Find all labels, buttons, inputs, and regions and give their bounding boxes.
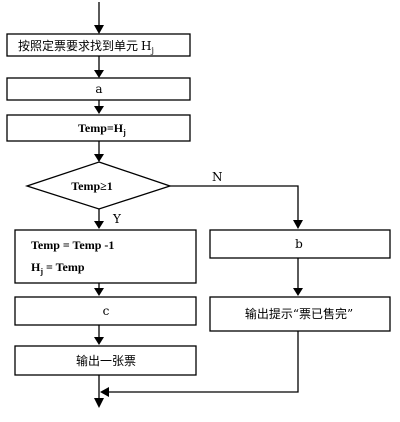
step-a-label: a xyxy=(95,82,102,96)
arrowhead-decision-yes xyxy=(94,221,104,229)
branch-no-label: N xyxy=(212,170,223,184)
output-soldout-box xyxy=(209,296,391,332)
update-temp-box xyxy=(14,229,197,284)
arrowhead-update-to-c xyxy=(94,288,104,296)
arrowhead-assign-to-decision xyxy=(94,154,104,162)
output-ticket-label: 输出一张票 xyxy=(76,353,136,368)
decision-label: Temp≥1 xyxy=(71,179,112,193)
edge-soldout-merge xyxy=(108,331,299,393)
arrowhead-entry xyxy=(94,25,104,34)
find-unit-box xyxy=(6,33,191,57)
step-a-box xyxy=(6,77,191,101)
step-b-box xyxy=(209,229,391,259)
arrowhead-find-to-a xyxy=(94,70,104,78)
output-soldout-label: 输出提示“票已售完” xyxy=(245,306,353,321)
arrowhead-merge xyxy=(100,387,109,397)
step-b-label: b xyxy=(295,237,303,251)
arrowhead-b-to-soldout xyxy=(293,288,303,296)
edge-decision-no xyxy=(170,185,299,221)
update-line1: Temp = Temp -1 xyxy=(31,238,114,252)
step-c-box xyxy=(14,296,197,326)
arrowhead-a-to-assign xyxy=(94,106,104,114)
arrowhead-c-to-output xyxy=(94,337,104,345)
decision-diamond xyxy=(24,161,173,210)
arrowhead-decision-no xyxy=(293,220,303,229)
assign-temp-box xyxy=(6,114,191,142)
branch-yes-label: Y xyxy=(112,212,122,226)
update-line2: Hj = Temp xyxy=(31,260,85,276)
arrowhead-exit xyxy=(94,398,104,408)
assign-temp-label: Temp=Hj xyxy=(78,121,126,137)
output-ticket-box xyxy=(14,345,197,376)
step-c-label: c xyxy=(103,304,110,318)
